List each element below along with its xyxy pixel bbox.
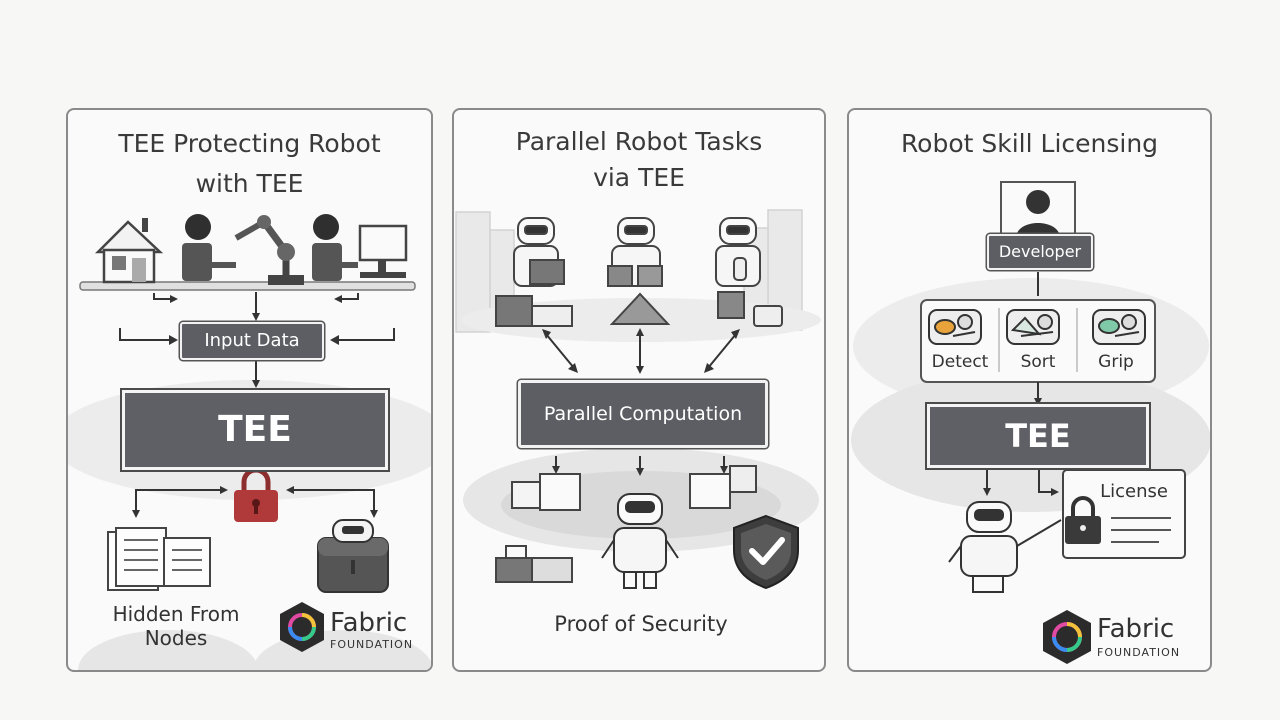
- logo-name: Fabric: [1097, 614, 1175, 644]
- fabric-logo-icon: [280, 602, 324, 652]
- panel2-illustration: [455, 209, 821, 590]
- panel-tee-protecting-robot: TEE Protecting Robot with TEE: [66, 108, 433, 672]
- parallel-computation-box: Parallel Computation: [518, 380, 768, 448]
- panel3-illustration: [851, 181, 1210, 664]
- skill-grip: Grip: [1098, 352, 1134, 372]
- panel-title-line2: with TEE: [195, 169, 304, 198]
- panel-title: Robot Skill Licensing: [900, 129, 1159, 158]
- developer-label: Developer: [987, 234, 1093, 270]
- skill-sort: Sort: [1020, 352, 1056, 372]
- shield-check-icon: [733, 514, 799, 590]
- license-label: License: [1100, 481, 1168, 502]
- footer-label: Proof of Security: [554, 612, 728, 636]
- detect-skill-icon: [928, 309, 982, 345]
- logo-sub: FOUNDATION: [1097, 646, 1181, 659]
- robot-icon: [601, 493, 679, 589]
- robot-icon: [182, 214, 236, 281]
- robot-base-icon: [317, 519, 389, 593]
- input-data-label: Input Data: [180, 322, 324, 360]
- robot-icon: [607, 217, 663, 287]
- skill-detect: Detect: [931, 352, 989, 372]
- tee-box: TEE: [122, 390, 388, 470]
- license-card: [1062, 469, 1186, 559]
- logo-name: Fabric: [330, 608, 408, 638]
- documents-icon: [107, 527, 211, 591]
- logo-sub: FOUNDATION: [330, 638, 414, 651]
- fabric-logo-icon: [1043, 610, 1091, 664]
- footer-line2: Nodes: [144, 626, 208, 650]
- panel-robot-skill-licensing: Robot Skill Licensing: [847, 108, 1212, 672]
- robot-icon: [312, 214, 358, 281]
- robot-icon: [513, 217, 565, 287]
- house-icon: [94, 218, 164, 284]
- monitor-icon: [358, 224, 408, 278]
- padlock-icon: [234, 467, 278, 522]
- panel-title-line1: TEE Protecting Robot: [118, 129, 381, 158]
- grip-skill-icon: [1092, 309, 1146, 345]
- panel-title-line2: via TEE: [593, 163, 685, 192]
- footer-line1: Hidden From: [112, 602, 240, 626]
- tee-box: TEE: [927, 404, 1149, 468]
- panel-parallel-robot-tasks: Parallel Robot Tasks via TEE: [452, 108, 826, 672]
- robot-arm-icon: [234, 215, 304, 285]
- panel-title-line1: Parallel Robot Tasks: [515, 127, 763, 156]
- robot-icon: [715, 217, 761, 287]
- sort-skill-icon: [1006, 309, 1060, 345]
- robot-icon: [948, 501, 1062, 593]
